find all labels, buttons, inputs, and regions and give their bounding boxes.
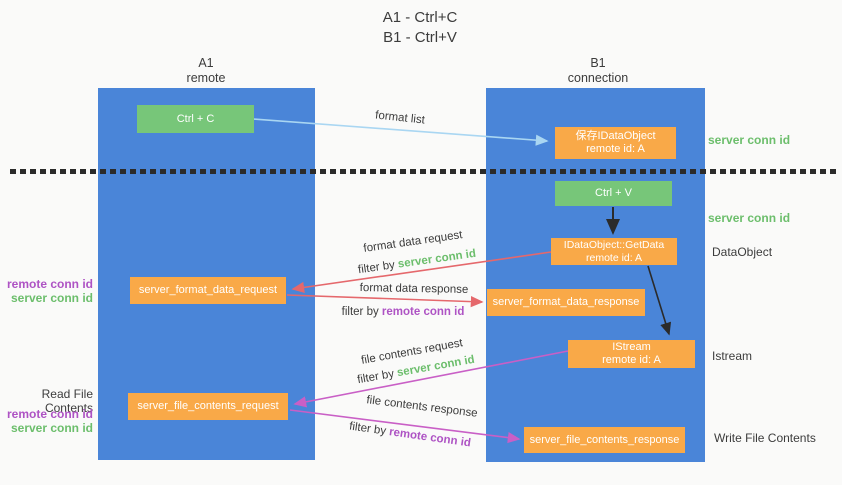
server-conn-id-annotation-mid: server conn id	[708, 211, 791, 225]
save-idataobject-box: 保存IDataObject remote id: A	[555, 127, 676, 159]
server-file-contents-request-box: server_file_contents_request	[128, 393, 288, 420]
arrow-file-contents-request	[293, 350, 569, 408]
arrow-format-data-response	[286, 294, 484, 308]
save-idataobject-line1: 保存IDataObject	[575, 130, 656, 142]
filter-by-remote-conn-id-label-1: filter by remote conn id	[342, 306, 465, 318]
arrow-getdata-to-istream	[647, 265, 672, 336]
server-file-contents-response-box: server_file_contents_response	[524, 427, 685, 453]
idataobject-getdata-line1: IDataObject::GetData	[563, 239, 665, 251]
idataobject-getdata-line2: remote id: A	[585, 251, 643, 264]
arrow-format-data-request	[291, 251, 552, 293]
dotted-separator-line	[10, 169, 837, 174]
ctrl-c-label: Ctrl + C	[176, 112, 215, 125]
istream-line1: IStream	[612, 341, 651, 353]
ctrl-v-label: Ctrl + V	[595, 187, 632, 199]
read-file-contents-annotation: Read File Contents	[41, 387, 93, 415]
format-data-response-label: format data response	[359, 282, 469, 296]
title-line-1: A1 - Ctrl+C	[382, 9, 458, 26]
dataobject-annotation: DataObject	[712, 245, 773, 259]
lane-header-a1: A1 remote	[151, 56, 261, 86]
idataobject-getdata-box: IDataObject::GetData remote id: A	[551, 238, 677, 265]
server-format-data-request-box: server_format_data_request	[130, 277, 286, 304]
istream-annotation: Istream	[712, 349, 753, 363]
lane-b1-role: connection	[567, 71, 629, 85]
arrow-file-contents-response	[289, 409, 521, 444]
server-conn-id-annotation-2: server conn id	[10, 421, 93, 435]
write-file-contents-annotation: Write File Contents	[714, 431, 816, 445]
lane-header-b1: B1 connection	[538, 56, 658, 86]
server-conn-id-annotation-1: server conn id	[10, 291, 93, 305]
server-file-contents-request-label: server_file_contents_request	[137, 400, 279, 412]
server-format-data-request-label: server_format_data_request	[138, 284, 278, 296]
server-format-data-response-box: server_format_data_response	[487, 289, 645, 316]
server-conn-id-annotation-top: server conn id	[708, 133, 791, 147]
arrow-format-list	[252, 118, 549, 146]
title-line-2: B1 - Ctrl+V	[383, 29, 457, 46]
remote-conn-id-text: remote conn id	[381, 306, 465, 318]
ctrl-v-box: Ctrl + V	[555, 181, 672, 206]
lane-a1-role: remote	[186, 71, 226, 85]
diagram-title: A1 - Ctrl+C B1 - Ctrl+V	[330, 8, 510, 48]
save-idataobject-line2: remote id: A	[586, 143, 645, 155]
istream-line2: remote id: A	[602, 354, 661, 366]
istream-box: IStream remote id: A	[568, 340, 695, 368]
server-format-data-response-label: server_format_data_response	[492, 296, 640, 308]
ctrl-c-box: Ctrl + C	[137, 105, 254, 133]
lane-b1-name: B1	[590, 56, 606, 70]
left-conn-id-stack-1: remote conn id server conn id	[0, 277, 93, 305]
filter-by-text: filter by	[341, 306, 382, 318]
remote-conn-id-annotation-2: remote conn id	[6, 407, 93, 421]
remote-conn-id-annotation-1: remote conn id	[6, 277, 93, 291]
lane-a1-name: A1	[198, 56, 214, 70]
left-conn-id-stack-2: remote conn id server conn id	[0, 407, 93, 435]
server-file-contents-response-label: server_file_contents_response	[529, 433, 680, 446]
